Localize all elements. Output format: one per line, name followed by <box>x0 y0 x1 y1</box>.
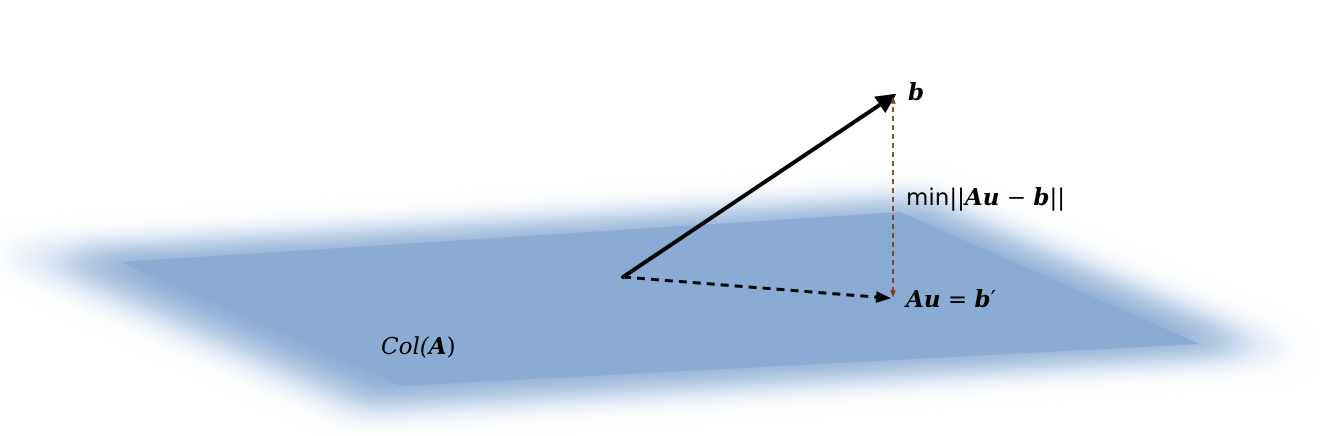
projection-prime: ′ <box>991 287 996 313</box>
vector-b-arrow <box>621 93 897 279</box>
distance-vector-u: u <box>983 184 1000 211</box>
projection-label: Au = b′ <box>904 286 996 313</box>
projection-vector <box>622 275 891 304</box>
distance-minus: − <box>999 185 1033 211</box>
vector-b-label: b <box>908 79 924 106</box>
plane-label: Col(A) <box>381 333 456 360</box>
projection-vector-b: b <box>975 286 991 313</box>
distance-prefix: min|| <box>906 185 965 211</box>
plane-label-suffix: ) <box>447 334 456 360</box>
distance-suffix: || <box>1049 185 1065 211</box>
plane-label-prefix: Col( <box>381 334 430 360</box>
projection-matrix-A: A <box>904 286 924 313</box>
projection-vector-u: u <box>924 286 941 313</box>
distance-vector-b: b <box>1033 184 1049 211</box>
column-space-plane <box>0 196 1296 414</box>
distance-label: min||Au − b|| <box>906 184 1065 211</box>
plane-label-matrix: A <box>427 333 447 360</box>
projection-equals: = <box>941 287 975 313</box>
distance-matrix-A: A <box>963 184 983 211</box>
